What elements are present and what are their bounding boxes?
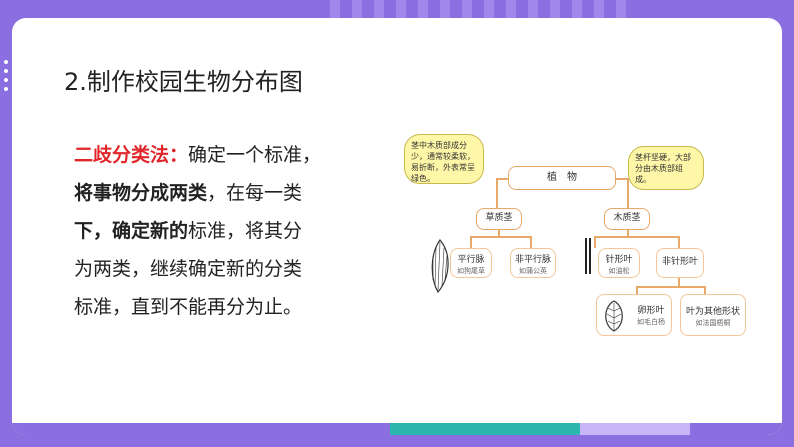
nonneedle-leaf-box: 非针形叶 <box>656 248 704 278</box>
definition-text: 二歧分类法：确定一个标准， 将事物分成两类，在每一类 下，确定新的标准，将其分 … <box>74 136 374 326</box>
connector <box>496 178 508 180</box>
text-emphasis-1: 将事物分成两类 <box>74 182 208 204</box>
term-label: 二歧分类法： <box>74 144 189 166</box>
text-line-1: 确定一个标准， <box>188 144 322 166</box>
ovate-leaf-example: 如毛白杨 <box>637 318 665 326</box>
connector <box>594 236 596 248</box>
nonparallel-vein-box: 非平行脉 如蒲公英 <box>510 248 556 278</box>
herb-stem-box: 草质茎 <box>476 208 522 230</box>
connector <box>470 236 472 248</box>
needle-leaf-label: 针形叶 <box>605 255 633 265</box>
text-line-3: 标准，将其分 <box>188 220 303 242</box>
connector <box>498 230 500 237</box>
connector <box>704 286 706 296</box>
connector <box>530 236 532 248</box>
connector <box>616 178 628 180</box>
other-leaf-label: 叶为其他形状 <box>685 307 740 317</box>
ovate-leaf-illustration <box>601 299 627 333</box>
text-line-2: ，在每一类 <box>207 182 303 204</box>
herb-stem-note: 茎中木质部成分少，通常较柔软，易折断，外表常呈绿色。 <box>404 134 484 184</box>
text-emphasis-2: 下，确定新的 <box>74 220 189 242</box>
wood-stem-note: 茎杆坚硬，大部分由木质部组成。 <box>628 146 704 190</box>
bottom-accent-teal <box>390 423 580 435</box>
ovate-leaf-label: 卵形叶 <box>637 306 665 316</box>
needle-leaf-illustration <box>580 236 596 276</box>
parallel-leaf-illustration <box>426 238 454 294</box>
needle-leaf-box: 针形叶 如油松 <box>598 248 640 278</box>
ovate-leaf-box: 卵形叶 如毛白杨 <box>596 294 672 336</box>
bottom-accent-lilac <box>580 423 690 435</box>
top-decoration-strip <box>0 0 794 18</box>
other-leaf-example: 如法国梧桐 <box>695 319 731 327</box>
parallel-vein-box: 平行脉 如狗尾草 <box>450 248 492 278</box>
needle-leaf-example: 如油松 <box>608 267 630 275</box>
connector <box>678 278 680 287</box>
connector <box>627 178 629 208</box>
nonparallel-vein-label: 非平行脉 <box>514 255 551 265</box>
parallel-vein-example: 如狗尾草 <box>457 267 485 275</box>
text-line-4: 为两类，继续确定新的分类 <box>74 258 303 280</box>
connector <box>678 236 680 248</box>
connector <box>636 286 704 288</box>
other-leaf-box: 叶为其他形状 如法国梧桐 <box>680 294 746 336</box>
slide-title: 2.制作校园生物分布图 <box>64 68 303 96</box>
connector <box>636 286 638 296</box>
root-plant-box: 植 物 <box>508 166 616 190</box>
connector <box>594 236 678 238</box>
connector <box>470 236 530 238</box>
wood-stem-box: 木质茎 <box>604 208 650 230</box>
slide-card: 2.制作校园生物分布图 二歧分类法：确定一个标准， 将事物分成两类，在每一类 下… <box>12 18 782 435</box>
side-dots-decoration <box>4 60 8 96</box>
connector <box>496 178 498 208</box>
nonparallel-vein-example: 如蒲公英 <box>519 267 547 275</box>
classification-diagram: 茎中木质部成分少，通常较柔软，易折断，外表常呈绿色。 茎杆坚硬，大部分由木质部组… <box>404 128 750 348</box>
connector <box>627 230 629 237</box>
text-line-5: 标准，直到不能再分为止。 <box>74 296 303 318</box>
parallel-vein-label: 平行脉 <box>457 255 485 265</box>
